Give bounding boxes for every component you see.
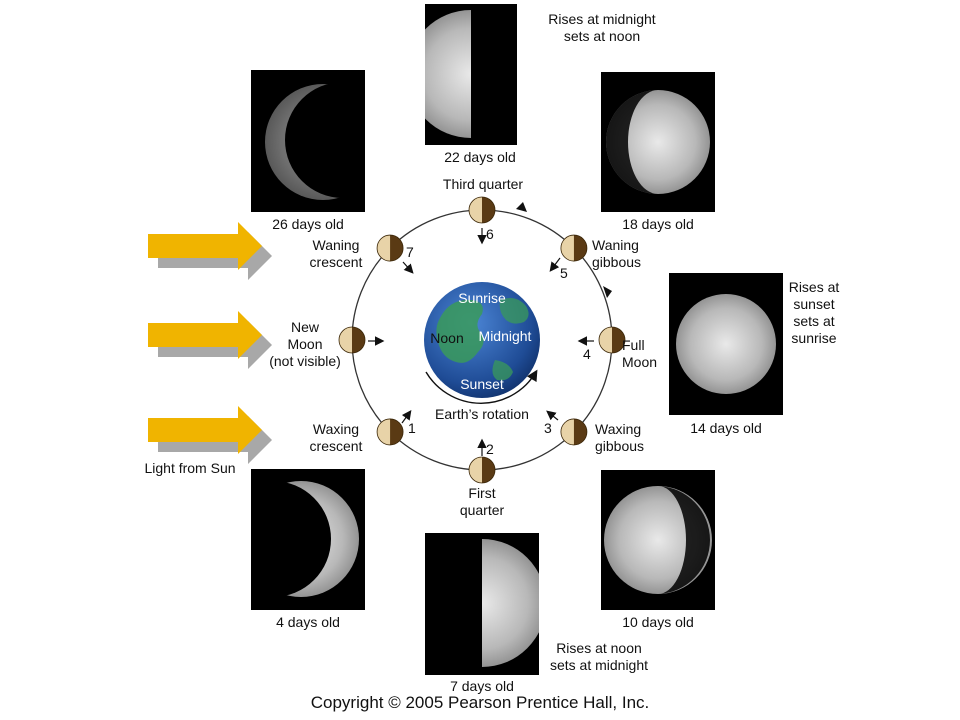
earth-sunset: Sunset	[460, 376, 504, 392]
moon-arrow	[401, 410, 412, 424]
label-third-quarter: Third quarter	[442, 176, 524, 192]
moon-full-moon	[598, 326, 626, 354]
orbit-arrow	[603, 286, 612, 298]
label-first-quarter: First quarter	[459, 485, 505, 518]
moon-waning-gibbous	[560, 234, 588, 262]
note-third-quarter: Rises at midnight sets at noon	[548, 11, 656, 44]
moon-arrow	[546, 410, 559, 421]
photo-18-days	[601, 72, 715, 212]
earth-sunrise: Sunrise	[458, 290, 506, 306]
age-10: 10 days old	[622, 614, 694, 630]
moon-first-quarter	[468, 456, 496, 484]
label-full-moon: Full Moon	[622, 337, 658, 370]
photo-4-days	[251, 469, 365, 610]
age-7: 7 days old	[450, 678, 514, 694]
label-waning-gibbous: Waning gibbous	[592, 237, 642, 270]
moon-waxing-crescent	[376, 418, 404, 446]
moon-waning-crescent	[376, 234, 404, 262]
photo-7-days	[425, 533, 539, 675]
copyright: Copyright © 2005 Pearson Prentice Hall, …	[310, 693, 650, 712]
sun-light-label: Light from Sun	[144, 460, 236, 476]
moon-new-moon	[338, 326, 366, 354]
age-26: 26 days old	[272, 216, 344, 232]
earth-midnight: Midnight	[478, 328, 532, 344]
earth-globe	[424, 282, 540, 398]
label-waning-crescent: Waning crescent	[309, 237, 363, 270]
note-full-moon: Rises at sunset sets at sunrise	[788, 279, 840, 346]
position-number: 7	[406, 244, 414, 260]
label-waxing-crescent: Waxing crescent	[309, 421, 363, 454]
label-waxing-gibbous: Waxing gibbous	[595, 421, 645, 454]
sun-arrow-top	[148, 222, 272, 280]
moon-third-quarter	[468, 196, 496, 224]
position-number: 2	[486, 441, 494, 457]
position-number: 4	[583, 346, 591, 362]
position-number: 5	[560, 265, 568, 281]
earth-noon: Noon	[430, 330, 464, 346]
orbit-arrow	[516, 202, 527, 212]
photo-10-days	[601, 470, 715, 610]
earth-rotation-arc	[425, 369, 538, 404]
moon-arrow	[402, 261, 414, 274]
age-4: 4 days old	[276, 614, 340, 630]
photo-22-days	[425, 4, 517, 145]
age-22: 22 days old	[444, 149, 516, 165]
moon-arrow	[549, 257, 561, 272]
position-number: 1	[408, 420, 416, 436]
earth-rotation-label: Earth’s rotation	[435, 406, 529, 422]
sun-arrow-middle	[148, 311, 272, 369]
age-18: 18 days old	[622, 216, 694, 232]
position-number: 3	[544, 420, 552, 436]
age-14: 14 days old	[690, 420, 762, 436]
label-new-moon: New Moon (not visible)	[269, 319, 341, 369]
position-number: 6	[486, 226, 494, 242]
photo-26-days	[251, 70, 365, 212]
photo-14-days	[669, 273, 783, 415]
moon-waxing-gibbous	[560, 418, 588, 446]
note-first-quarter: Rises at noon sets at midnight	[549, 640, 649, 673]
sun-arrow-bottom	[148, 406, 272, 464]
